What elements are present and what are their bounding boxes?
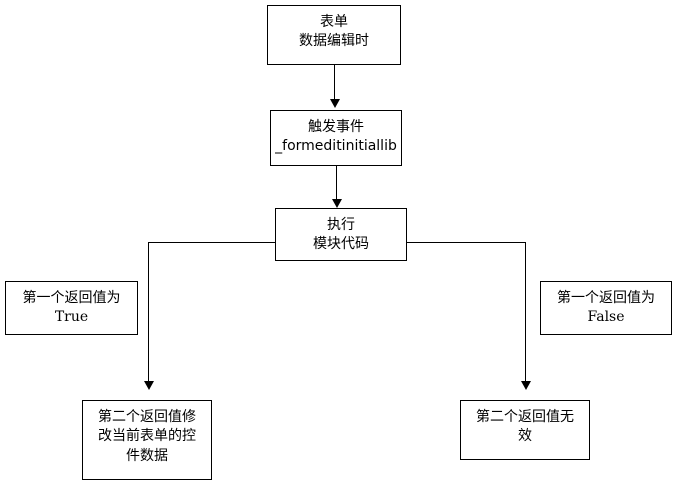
connector-execute-right-arrow bbox=[521, 381, 531, 390]
node-first-return-true[interactable]: 第一个返回值为 True bbox=[5, 281, 138, 335]
node-execute-module-line1: 执行 bbox=[327, 217, 355, 233]
node-trigger-event-line1: 触发事件 bbox=[308, 119, 364, 135]
node-second-return-invalid-line2: 效 bbox=[518, 428, 532, 445]
connector-execute-right-vertical bbox=[525, 242, 526, 384]
node-second-return-modifies-line2: 改当前表单的控 bbox=[98, 428, 196, 445]
connector-trigger-to-execute-arrow bbox=[332, 199, 342, 208]
node-second-return-modifies-line1: 第二个返回值修 bbox=[98, 409, 196, 425]
connector-form-to-trigger-line bbox=[334, 65, 335, 101]
node-execute-module-line2: 模块代码 bbox=[313, 236, 369, 253]
connector-execute-left-horizontal bbox=[148, 242, 276, 243]
connector-trigger-to-execute-line bbox=[336, 166, 337, 201]
node-execute-module[interactable]: 执行 模块代码 bbox=[275, 208, 407, 261]
node-form-edit-line2: 数据编辑时 bbox=[299, 33, 369, 50]
connector-execute-right-horizontal bbox=[406, 242, 526, 243]
connector-form-to-trigger-arrow bbox=[330, 99, 340, 108]
node-trigger-event-line2: _formeditinitiallib bbox=[275, 138, 397, 155]
node-trigger-event[interactable]: 触发事件 _formeditinitiallib bbox=[270, 110, 402, 166]
connector-execute-left-arrow bbox=[144, 381, 154, 390]
node-form-edit-line1: 表单 bbox=[320, 14, 348, 30]
node-second-return-invalid-line1: 第二个返回值无 bbox=[476, 409, 574, 425]
node-first-return-true-line1: 第一个返回值为 bbox=[22, 290, 121, 306]
node-first-return-true-value: True bbox=[54, 309, 89, 326]
node-second-return-invalid[interactable]: 第二个返回值无 效 bbox=[460, 400, 590, 460]
node-first-return-false-value: False bbox=[587, 309, 625, 326]
node-second-return-modifies[interactable]: 第二个返回值修 改当前表单的控 件数据 bbox=[82, 400, 212, 480]
connector-execute-left-vertical bbox=[148, 242, 149, 384]
node-second-return-modifies-line3: 件数据 bbox=[126, 447, 168, 464]
node-first-return-false-line1: 第一个返回值为 bbox=[557, 290, 655, 306]
node-first-return-false[interactable]: 第一个返回值为 False bbox=[540, 281, 672, 335]
node-form-edit[interactable]: 表单 数据编辑时 bbox=[267, 5, 401, 65]
